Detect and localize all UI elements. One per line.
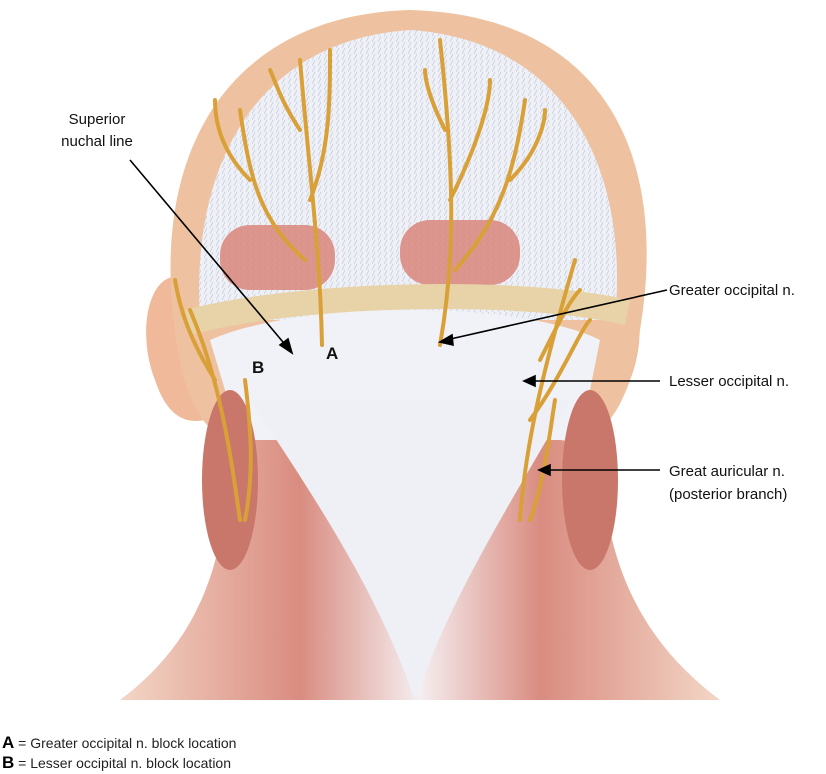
superior-nuchal-line-label-2: nuchal line: [61, 133, 133, 150]
left-occipitalis: [220, 225, 335, 290]
legend-key: A: [2, 733, 15, 752]
superior-nuchal-line-arrow: [129, 159, 289, 349]
great-auricular-label-1: Great auricular n.: [669, 463, 785, 480]
arrowhead: [278, 337, 294, 355]
point-a-label: A: [326, 344, 338, 363]
legend-text: = Lesser occipital n. block location: [18, 755, 232, 771]
point-b-label: B: [252, 358, 264, 377]
nerves: [173, 38, 592, 522]
right-occipitalis: [400, 220, 520, 285]
left-lesser-occipital-nerve: [173, 278, 242, 522]
legend-item-a: A = Greater occipital n. block location: [2, 733, 236, 753]
right-neck-muscle: [562, 390, 618, 570]
left-neck-muscle: [202, 390, 258, 570]
midline-fascia: [250, 400, 570, 700]
arrowhead: [537, 463, 551, 477]
arrowhead: [522, 374, 536, 388]
left-great-auricular-nerve: [243, 378, 253, 522]
legend-text: = Greater occipital n. block location: [18, 735, 237, 751]
arrowhead: [437, 333, 454, 347]
superior-nuchal-line-label-1: Superior: [69, 111, 126, 128]
greater-occipital-arrow: [445, 289, 668, 341]
legend-key: B: [2, 753, 15, 772]
left-greater-occipital-nerve: [213, 48, 332, 347]
legend-item-b: B = Lesser occipital n. block location: [2, 753, 231, 773]
great-auricular-label-2: (posterior branch): [669, 486, 787, 503]
lesser-occipital-label: Lesser occipital n.: [669, 373, 789, 390]
arrows: [129, 159, 668, 477]
greater-occipital-label: Greater occipital n.: [669, 282, 795, 299]
right-greater-occipital-nerve: [423, 38, 547, 347]
right-great-auricular-nerve: [528, 398, 557, 522]
superior-nuchal-line: [185, 283, 630, 335]
